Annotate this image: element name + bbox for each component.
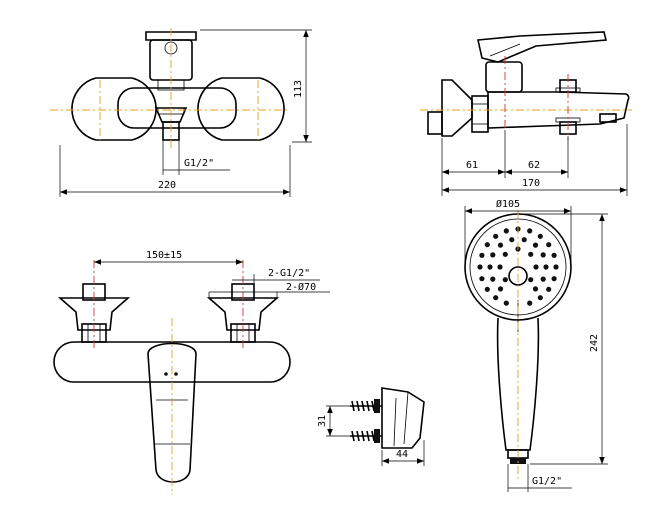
nozzle-dot	[479, 252, 485, 258]
side-length-label: 170	[522, 178, 540, 189]
nozzle-dot	[528, 251, 534, 257]
rear-centers-label: 150±15	[146, 250, 182, 261]
nozzle-dot	[497, 242, 504, 248]
hand-shower-view	[464, 210, 572, 480]
nozzle-dot	[490, 252, 496, 258]
nozzle-dot	[546, 286, 552, 292]
rear-flange-label: 2-Ø70	[286, 281, 316, 293]
nozzle-dot	[527, 228, 533, 234]
bracket-height-label: 31	[317, 415, 328, 427]
nozzle-dot	[477, 264, 483, 270]
nozzle-dot	[532, 286, 539, 292]
nozzle-dot	[497, 264, 503, 270]
nozzle-dot	[502, 277, 508, 283]
nozzle-dot	[490, 276, 496, 282]
nozzle-dot	[493, 233, 499, 239]
rear-dimensions: 150±15 2-G1/2" 2-Ø70	[94, 250, 330, 298]
side-view	[420, 31, 632, 140]
shower-connection-label: G1/2"	[532, 476, 562, 487]
nozzle-dot	[537, 233, 543, 239]
bracket-view	[350, 387, 425, 449]
front-width-label: 220	[158, 180, 176, 191]
rear-thread-label: 2-G1/2"	[268, 268, 310, 279]
side-height-right-label: 62	[528, 160, 540, 171]
nozzle-dot	[493, 295, 499, 301]
nozzle-dot	[527, 300, 533, 306]
nozzle-dot	[497, 286, 504, 292]
front-view	[50, 28, 290, 150]
nozzle-dot	[503, 228, 509, 234]
front-dimensions: 220 113 G1/2"	[59, 29, 312, 197]
nozzle-dot	[540, 276, 546, 282]
nozzle-dot	[551, 252, 557, 258]
bracket-width-label: 44	[396, 449, 408, 460]
nozzle-dot	[543, 264, 549, 270]
nozzle-dot	[503, 300, 509, 306]
nozzle-dot	[532, 242, 539, 248]
nozzle-dot	[528, 277, 534, 283]
side-height-left-label: 61	[466, 160, 478, 171]
nozzle-dot	[487, 264, 493, 270]
nozzle-dot	[484, 242, 490, 248]
nozzle-dot	[533, 264, 539, 270]
nozzle-dot	[553, 264, 559, 270]
screw-bottom	[350, 429, 382, 443]
nozzle-dot	[509, 237, 515, 243]
nozzle-dot	[502, 251, 508, 257]
shower-diameter-label: Ø105	[496, 198, 520, 210]
nozzle-dot	[521, 237, 527, 243]
nozzle-dot	[551, 276, 557, 282]
nozzle-dot	[479, 276, 485, 282]
rear-view	[53, 260, 291, 495]
nozzle-pattern	[477, 226, 559, 306]
hand-shower-dimensions: Ø105 242 G1/2"	[464, 198, 608, 492]
front-height-label: 113	[293, 80, 304, 98]
nozzle-dot	[546, 242, 552, 248]
nozzle-dot	[484, 286, 490, 292]
front-connection-label: G1/2"	[184, 158, 214, 169]
shower-length-label: 242	[589, 334, 600, 352]
nozzle-dot	[540, 252, 546, 258]
screw-top	[350, 399, 382, 413]
nozzle-dot	[537, 295, 543, 301]
bracket-dimensions: 31 44	[317, 405, 425, 466]
side-dimensions: 61 62 170	[441, 124, 628, 196]
